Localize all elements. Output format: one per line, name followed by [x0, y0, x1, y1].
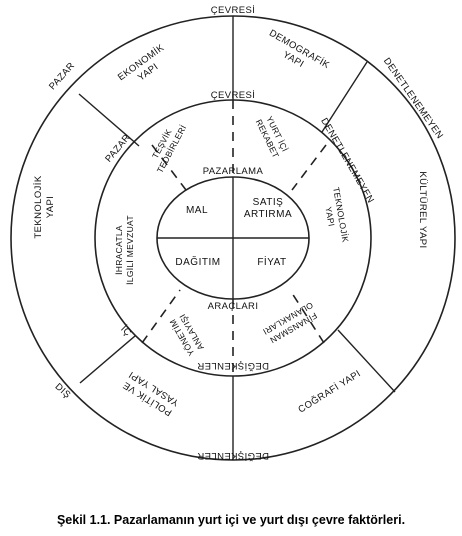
- middle-divider-upper-right: [291, 144, 327, 191]
- technological-structure-label: TEKNOLOJİK YAPI: [33, 175, 56, 238]
- figure-caption: Şekil 1.1. Pazarlamanın yurt içi ve yurt…: [56, 513, 406, 527]
- export-regulation-label: İHRACATLA İLGİLİ MEVZUAT: [114, 215, 135, 285]
- middle-divider-lower-right: [289, 289, 325, 344]
- marketing-top-label: PAZARLAMA: [203, 166, 264, 177]
- outer-divider-upper-left: [78, 93, 140, 147]
- geographic-structure-label: COĞRAFİ YAPI: [296, 368, 362, 415]
- cultural-structure-label: KÜLTÜREL YAPI: [417, 171, 428, 248]
- domestic-competition-label: YURT İÇİ REKABET: [254, 114, 290, 159]
- middle-ring-bottom-label: DEĞİŞKENLER: [197, 360, 269, 371]
- product-label: MAL: [186, 205, 208, 216]
- outer-ring-left-lower-label: DIŞ: [53, 381, 73, 401]
- management-approach-label: YÖNETİM ANLAYIŞI: [167, 312, 205, 358]
- promotion-label-line1: SATIŞ: [253, 197, 284, 208]
- svg-text:TEKNOLOJİK: TEKNOLOJİK: [33, 175, 44, 238]
- middle-ring-top-label: ÇEVRESİ: [211, 90, 256, 101]
- middle-ring-left-lower-label: İÇ: [118, 324, 133, 339]
- svg-text:İHRACATLA: İHRACATLA: [114, 225, 124, 275]
- inner-technological-structure-label: TEKNOLOJİK YAPI: [323, 186, 350, 243]
- outer-ring-top-label: ÇEVRESİ: [211, 5, 256, 16]
- svg-text:YAPI: YAPI: [323, 206, 336, 227]
- political-legal-structure-label: POLİTİK VE YASAL YAPI: [121, 369, 181, 418]
- outer-ring-bottom-label: DEĞİŞKENLER: [197, 450, 269, 461]
- svg-text:İLGİLİ MEVZUAT: İLGİLİ MEVZUAT: [125, 215, 135, 285]
- economic-structure-label: EKONOMİK YAPI: [116, 42, 167, 83]
- marketing-environment-diagram: ÇEVRESİ DEĞİŞKENLER PAZAR DIŞ DENETLENEM…: [10, 5, 456, 461]
- tools-bottom-label: ARAÇLARI: [208, 301, 259, 312]
- outer-divider-lower-right: [337, 329, 396, 393]
- outer-ring-right-upper-label: DENETLENEMEYEN: [381, 56, 445, 141]
- middle-ring-right-upper-label: DENETLENEMEYEN: [318, 116, 376, 205]
- outer-ring-left-upper-label: PAZAR: [47, 60, 77, 92]
- svg-text:YAPI: YAPI: [45, 196, 56, 219]
- outer-divider-upper-right: [321, 61, 368, 133]
- price-label: FİYAT: [257, 255, 286, 268]
- middle-divider-lower-left: [141, 289, 181, 344]
- demographic-structure-label: DEMOGRAFİK YAPI: [267, 28, 332, 72]
- outer-divider-lower-left: [79, 335, 136, 384]
- financing-opportunities-label: FİNANSMAN OLANAKLARI: [261, 300, 319, 345]
- promotion-label-line2: ARTIRMA: [244, 209, 292, 220]
- distribution-label: DAĞITIM: [175, 255, 220, 268]
